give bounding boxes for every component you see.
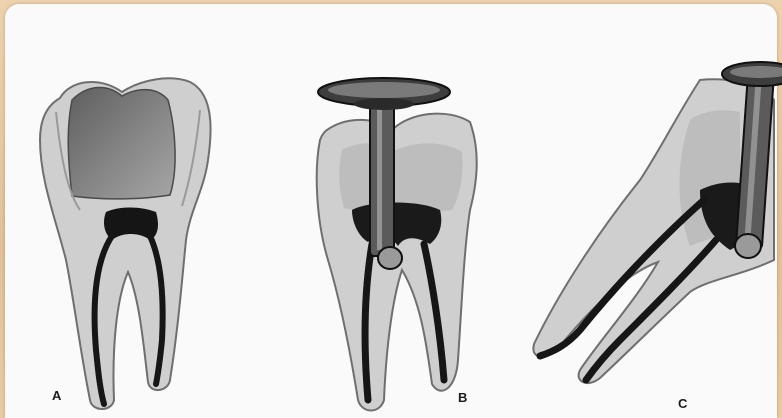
tooth-c-post-tip [735, 234, 761, 258]
tooth-a [40, 78, 211, 409]
label-b: B [458, 390, 467, 405]
tooth-c [533, 62, 782, 383]
label-c: C [678, 396, 687, 411]
tooth-a-cavity [68, 87, 175, 198]
label-a: A [52, 388, 61, 403]
tooth-b-crown-shade [339, 143, 462, 213]
tooth-b-pulp-chamber [352, 203, 441, 247]
tooth-b-post-tip [378, 247, 402, 269]
tooth-b [317, 78, 477, 411]
